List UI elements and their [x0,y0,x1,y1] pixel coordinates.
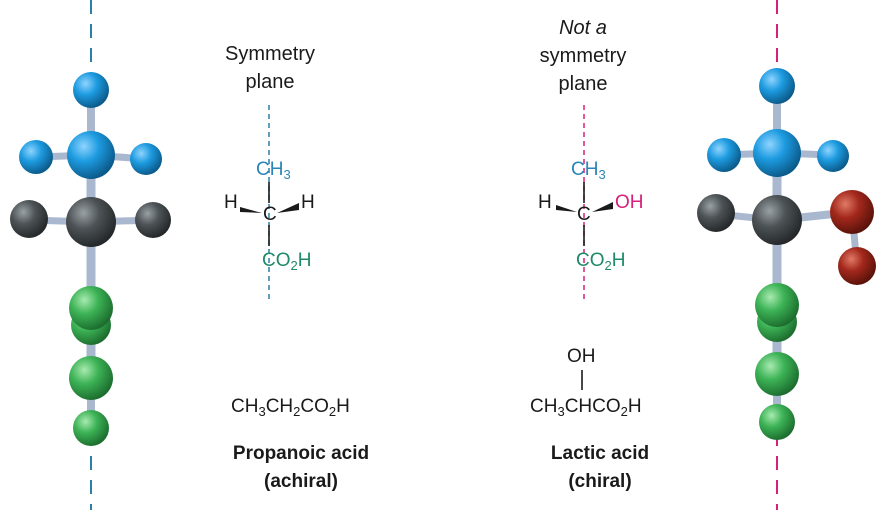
left-plane-label: Symmetry plane [225,43,315,93]
right-hydroxyl-oxygen-atom [830,190,874,234]
right-methyl-carbon-atom [753,129,801,177]
left-structure-bonds [240,105,299,302]
right-wedge-bond-h-left [556,205,577,212]
achiral-label: (achiral) [264,471,338,492]
right-central-carbon-atom [752,195,802,245]
right-hydroxyl-h-atom [838,247,876,285]
left-wedge-bond-h-right [277,203,299,213]
right-carboxyl-carbon-atom [755,283,799,327]
left-carboxyl-group: CO2H [262,250,312,273]
left-h-gray-right-atom [135,202,171,238]
left-substituent-h-right: H [301,192,315,213]
right-plane-label: Not a symmetry plane [539,17,627,95]
left-wedge-bond-h-left [240,207,262,213]
left-h-right-atom [130,143,162,175]
right-condensed-formula: CH3CHCO2H [530,396,642,419]
chiral-label: (chiral) [568,471,632,492]
left-methyl-group: CH3 [256,159,291,182]
right-condensed-oh: OH [567,346,596,367]
left-central-carbon-atom [66,197,116,247]
left-h-top-atom [73,72,109,108]
left-carboxyl-h-atom [73,410,109,446]
right-h-left-atom [707,138,741,172]
lactic-acid-3d-model [697,0,876,510]
lactic-acid-title: Lactic acid [550,443,650,464]
right-wedge-bond-oh-right [592,202,613,212]
left-methyl-carbon-atom [67,131,115,179]
right-carboxyl-oxygen-atom [755,352,799,396]
left-h-left-atom [19,140,53,174]
right-substituent-oh: OH [615,192,644,213]
left-substituent-h-left: H [224,192,238,213]
left-carboxyl-oxygen-atom [69,356,113,400]
left-carboxyl-carbon-atom [69,286,113,330]
right-methyl-group: CH3 [571,159,606,182]
right-carboxyl-h-atom [759,404,795,440]
right-central-carbon-label: C [577,204,591,225]
right-h-gray-atom [697,194,735,232]
right-substituent-h-left: H [538,192,552,213]
left-h-gray-left-atom [10,200,48,238]
propanoic-acid-title: Propanoic acid [232,443,370,464]
right-carboxyl-group: CO2H [576,250,626,273]
left-condensed-formula: CH3CH2CO2H [231,396,350,419]
left-central-carbon-label: C [263,204,277,225]
right-h-top-atom [759,68,795,104]
propanoic-acid-3d-model [10,0,171,510]
left-compound-name: Propanoic acid (achiral) [196,440,406,496]
right-compound-name: Lactic acid (chiral) [495,440,705,496]
right-structure-bonds [556,105,613,390]
right-h-right-atom [817,140,849,172]
